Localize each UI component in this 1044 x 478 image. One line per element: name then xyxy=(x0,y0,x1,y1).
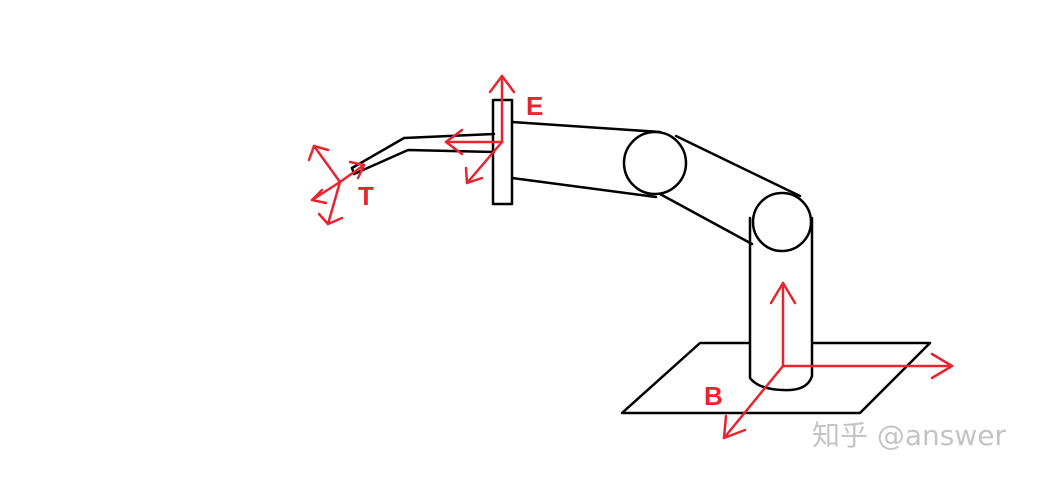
forearm-link xyxy=(658,134,802,246)
robot-structure xyxy=(350,98,932,415)
base-frame-label: B xyxy=(704,381,723,411)
shoulder-joint xyxy=(751,191,813,253)
elbow-joint xyxy=(622,130,688,196)
end-effector-frame xyxy=(444,74,516,185)
frame-axes xyxy=(307,74,954,440)
base-frame xyxy=(722,281,954,440)
watermark-text: 知乎 @answer xyxy=(812,419,1007,452)
upper-arm-link xyxy=(510,120,662,199)
tool-arm xyxy=(350,132,496,176)
end-effector-frame-label: E xyxy=(526,91,543,121)
tool-frame xyxy=(307,144,366,226)
base-column xyxy=(748,216,814,392)
tool-frame-label: T xyxy=(358,181,374,211)
